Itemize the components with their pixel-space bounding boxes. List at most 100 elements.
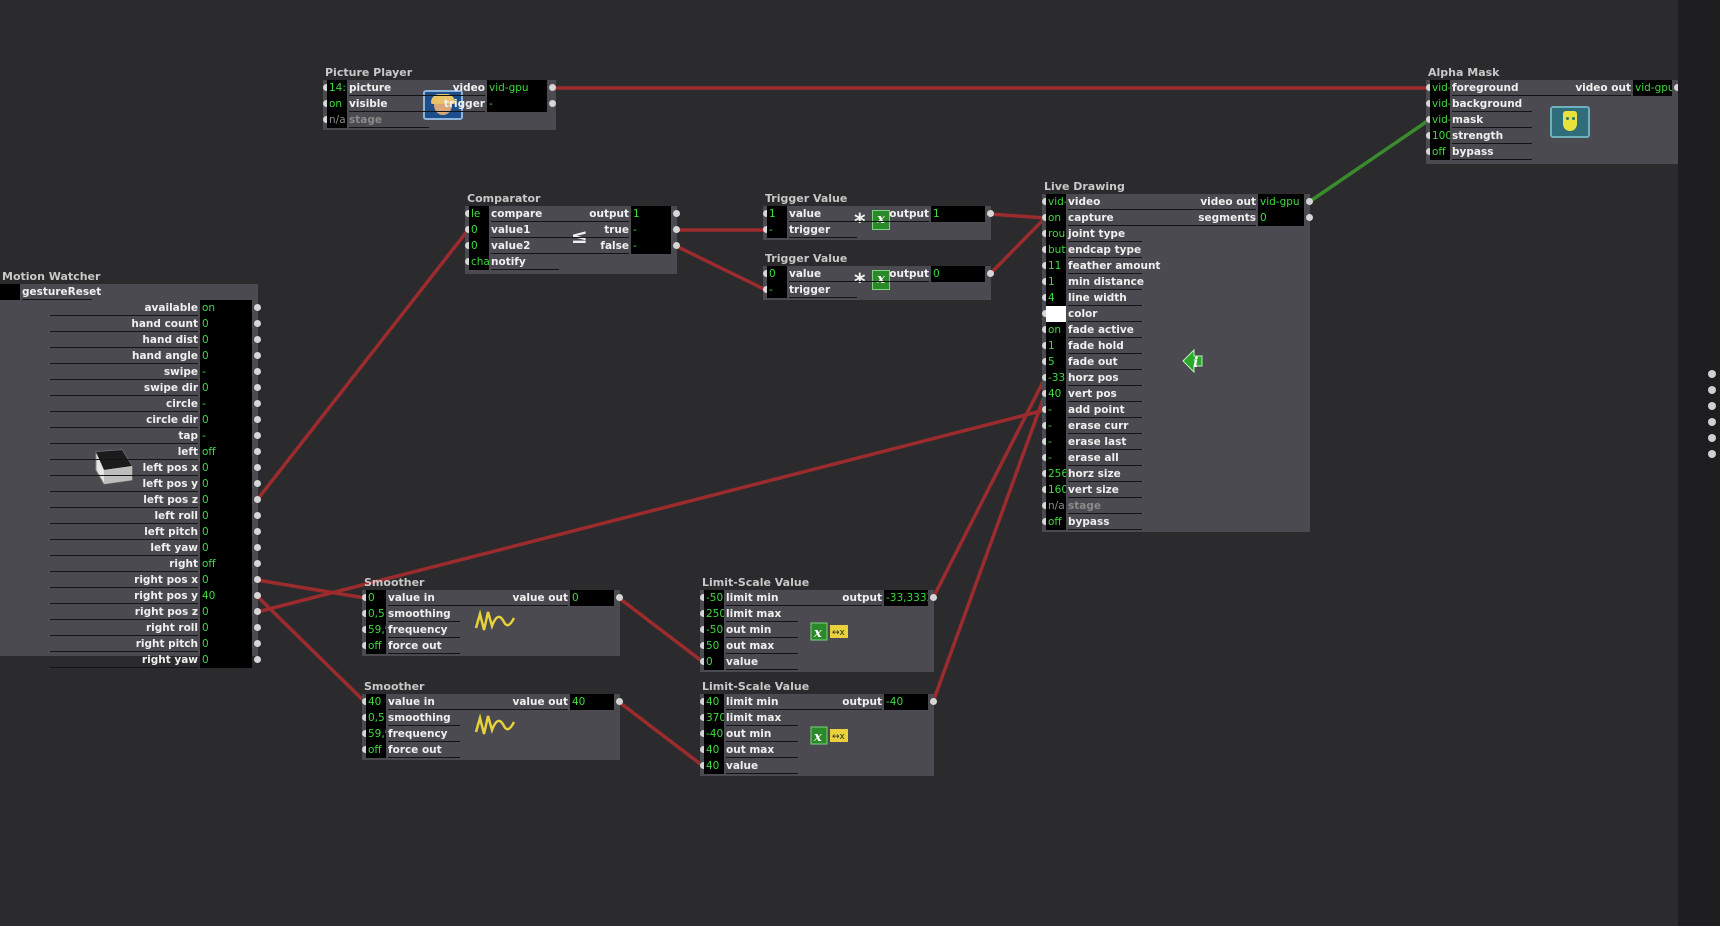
- output-port[interactable]: [254, 416, 261, 423]
- output-port[interactable]: [549, 84, 556, 91]
- input-value-frequency[interactable]: 59,94 Hz: [366, 726, 386, 742]
- output-port[interactable]: [254, 432, 261, 439]
- output-value-tap[interactable]: -: [200, 428, 252, 444]
- output-value-true[interactable]: -: [631, 222, 671, 238]
- output-port[interactable]: [254, 624, 261, 631]
- input-port[interactable]: [362, 626, 369, 633]
- sidebar-dot[interactable]: [1708, 418, 1716, 426]
- input-value-limit-max[interactable]: 250: [704, 606, 724, 622]
- input-value-visible[interactable]: on: [327, 96, 347, 112]
- input-port[interactable]: [700, 762, 707, 769]
- input-port[interactable]: [1426, 84, 1433, 91]
- output-port[interactable]: [254, 320, 261, 327]
- input-port[interactable]: [1042, 310, 1049, 317]
- input-value-stage[interactable]: n/a: [327, 112, 347, 128]
- output-port[interactable]: [673, 242, 680, 249]
- wire-trigger_value_1-to-live_drawing[interactable]: [988, 212, 1047, 220]
- output-value-left-pos-y[interactable]: 0: [200, 476, 252, 492]
- output-port[interactable]: [1306, 198, 1313, 205]
- output-port[interactable]: [987, 210, 994, 217]
- input-port[interactable]: [1042, 470, 1049, 477]
- input-value-trigger[interactable]: -: [767, 282, 787, 298]
- output-row-true[interactable]: true-: [520, 222, 680, 238]
- output-value-video-out[interactable]: vid-gpu: [1258, 194, 1304, 210]
- output-port[interactable]: [254, 576, 261, 583]
- input-value-out-max[interactable]: 40: [704, 742, 724, 758]
- input-port[interactable]: [700, 730, 707, 737]
- output-value-circle[interactable]: -: [200, 396, 252, 412]
- input-port[interactable]: [1042, 214, 1049, 221]
- output-value-right-pos-y[interactable]: 40: [200, 588, 252, 604]
- output-port[interactable]: [254, 640, 261, 647]
- input-value-background[interactable]: vid-gpu: [1430, 96, 1450, 112]
- input-port[interactable]: [1042, 278, 1049, 285]
- input-port[interactable]: [1426, 100, 1433, 107]
- input-value-force-out[interactable]: off: [366, 638, 386, 654]
- input-value-fade-out[interactable]: 5: [1046, 354, 1066, 370]
- output-value-left-pos-x[interactable]: 0: [200, 460, 252, 476]
- input-row-background[interactable]: vid-gpubackground: [1426, 96, 1534, 112]
- output-value-right-pos-x[interactable]: 0: [200, 572, 252, 588]
- output-value-right-roll[interactable]: 0: [200, 620, 252, 636]
- output-value-left-yaw[interactable]: 0: [200, 540, 252, 556]
- output-port[interactable]: [673, 226, 680, 233]
- output-value-hand-dist[interactable]: 0: [200, 332, 252, 348]
- input-value-erase-curr[interactable]: -: [1046, 418, 1066, 434]
- actor-alpha-mask[interactable]: Alpha Mask vid-gpuforegroundvid-gpubackg…: [1426, 66, 1678, 164]
- output-port[interactable]: [254, 608, 261, 615]
- input-value-frequency[interactable]: 59,94 Hz: [366, 622, 386, 638]
- input-port[interactable]: [1042, 246, 1049, 253]
- input-port[interactable]: [362, 730, 369, 737]
- output-port[interactable]: [254, 544, 261, 551]
- output-port[interactable]: [254, 384, 261, 391]
- input-port[interactable]: [1042, 262, 1049, 269]
- input-port[interactable]: [763, 286, 770, 293]
- input-port[interactable]: [700, 594, 707, 601]
- output-value-circle-dir[interactable]: 0: [200, 412, 252, 428]
- output-value-right[interactable]: off: [200, 556, 252, 572]
- input-value-vert-size[interactable]: 1600: [1046, 482, 1066, 498]
- input-value-value[interactable]: 0: [704, 654, 724, 670]
- input-value-smoothing[interactable]: 0,5: [366, 710, 386, 726]
- output-row-output[interactable]: output-40: [752, 694, 937, 710]
- output-port[interactable]: [254, 400, 261, 407]
- output-port[interactable]: [254, 528, 261, 535]
- input-port[interactable]: [362, 698, 369, 705]
- input-port[interactable]: [362, 714, 369, 721]
- actor-live-drawing[interactable]: Live Drawing i vid-gpuvideooncaptureroun…: [1042, 180, 1313, 532]
- wire-motion_watcher-to-smoother_2[interactable]: [255, 594, 367, 704]
- input-port[interactable]: [1042, 390, 1049, 397]
- input-value-compare[interactable]: le: [469, 206, 489, 222]
- input-port[interactable]: [1426, 148, 1433, 155]
- input-value-vert-pos[interactable]: 40: [1046, 386, 1066, 402]
- input-row-horz-size[interactable]: 2560horz size: [1042, 466, 1144, 482]
- input-value-bypass[interactable]: off: [1046, 514, 1066, 530]
- input-port[interactable]: [1042, 326, 1049, 333]
- input-value-out-min[interactable]: -50: [704, 622, 724, 638]
- output-row-tap[interactable]: tap-: [50, 428, 261, 444]
- input-port[interactable]: [362, 594, 369, 601]
- input-value-color[interactable]: [1046, 306, 1066, 322]
